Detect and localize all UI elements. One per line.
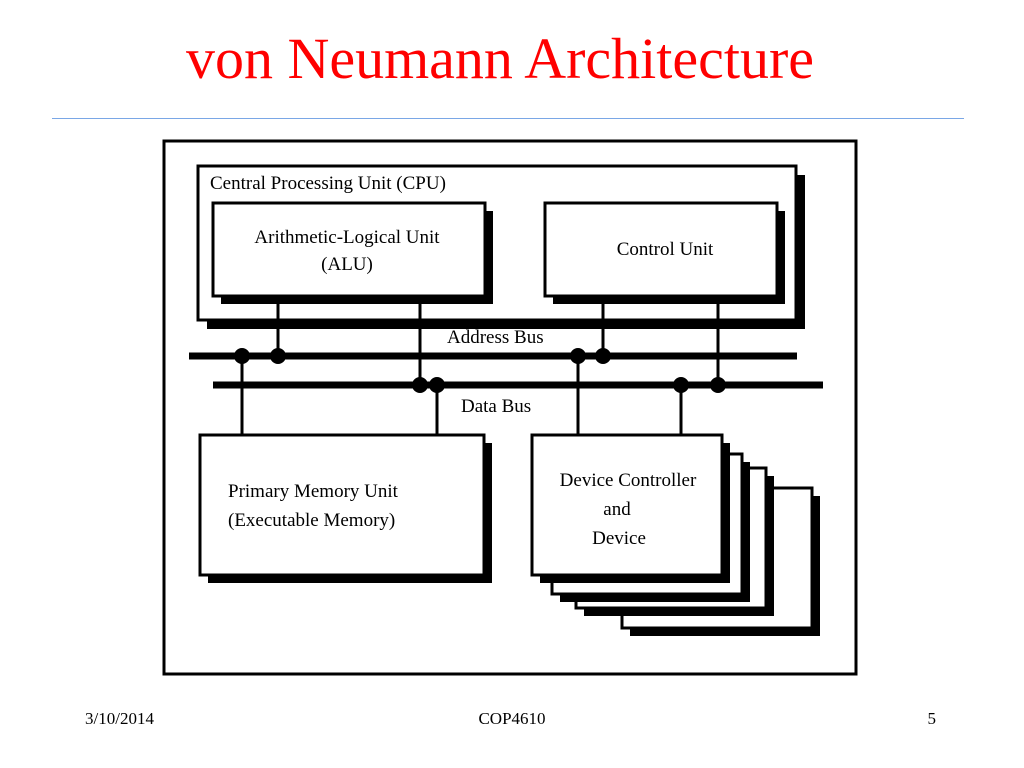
device-label-line-3: Device xyxy=(592,528,646,549)
device-controller-box xyxy=(530,433,724,577)
control-unit-box xyxy=(543,201,785,304)
control-unit-label: Control Unit xyxy=(617,239,714,260)
footer-page-number: 5 xyxy=(927,709,937,728)
data-bus-label: Data Bus xyxy=(461,396,531,417)
title-divider xyxy=(52,118,964,119)
device-label-line-2: and xyxy=(603,499,631,520)
alu-label-line-1: Arithmetic-Logical Unit xyxy=(254,227,440,248)
footer-course: COP4610 xyxy=(478,709,546,728)
slide-title: von Neumann Architecture xyxy=(185,26,815,91)
alu-label-line-2: (ALU) xyxy=(321,254,373,275)
footer-date: 3/10/2014 xyxy=(85,709,154,728)
device-label-line-1: Device Controller xyxy=(560,470,697,491)
memory-label-line-1: Primary Memory Unit xyxy=(228,481,399,502)
memory-label-line-2: (Executable Memory) xyxy=(228,510,395,531)
bus-junctions xyxy=(234,348,726,393)
alu-box xyxy=(211,201,493,304)
address-bus-label: Address Bus xyxy=(447,327,544,348)
cpu-label: Central Processing Unit (CPU) xyxy=(210,173,446,194)
primary-memory-box xyxy=(198,433,492,583)
bus-connectors xyxy=(240,304,720,435)
